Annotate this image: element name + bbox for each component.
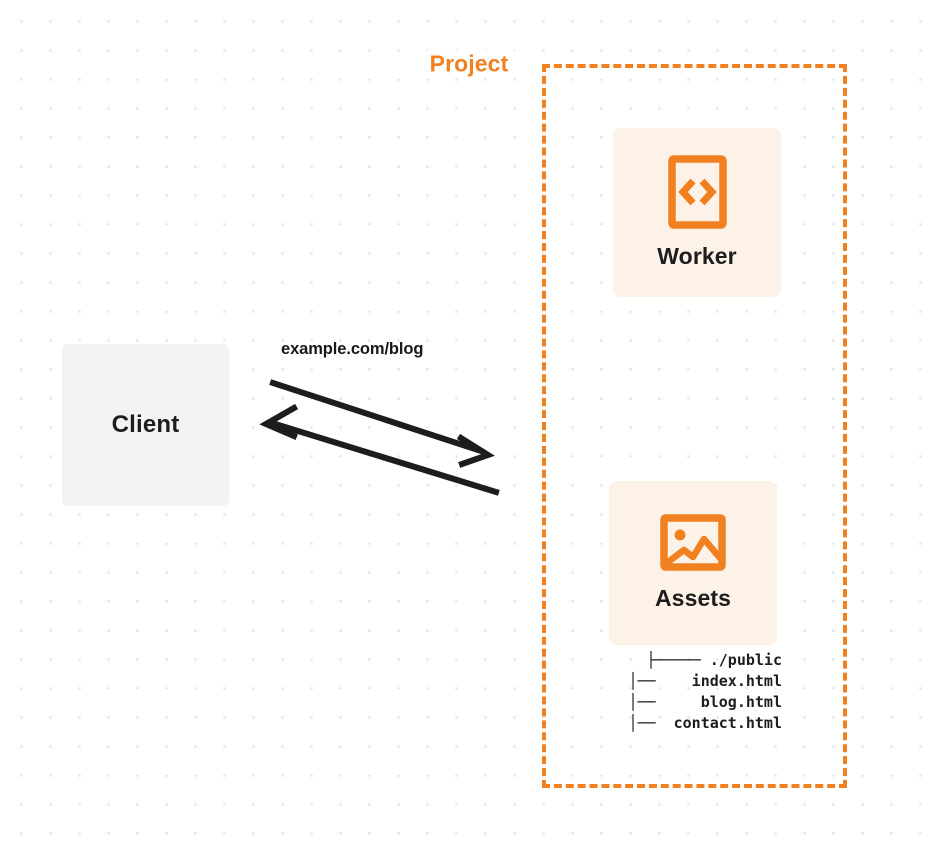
client-node[interactable]: Client bbox=[62, 344, 229, 506]
worker-node[interactable]: Worker bbox=[613, 128, 781, 297]
image-icon bbox=[660, 514, 726, 571]
file-tree-line: │── contact.html bbox=[628, 714, 782, 732]
connection-arrows bbox=[259, 379, 500, 496]
code-file-icon bbox=[667, 155, 727, 229]
response-arrow bbox=[259, 403, 500, 496]
project-title: Project bbox=[422, 50, 516, 78]
file-tree-line: │── index.html bbox=[628, 672, 782, 690]
assets-node-label: Assets bbox=[654, 585, 732, 611]
request-arrow bbox=[269, 379, 495, 468]
client-node-label: Client bbox=[111, 411, 180, 438]
assets-node[interactable]: Assets bbox=[609, 481, 777, 645]
project-container bbox=[542, 64, 847, 788]
assets-file-tree: ├───── ./public │── index.html │── blog.ht… bbox=[586, 650, 782, 734]
file-tree-line: ├───── ./public bbox=[646, 651, 782, 669]
connection-label: example.com/blog bbox=[281, 340, 424, 358]
file-tree-line: │── blog.html bbox=[628, 693, 782, 711]
worker-node-label: Worker bbox=[657, 243, 737, 269]
